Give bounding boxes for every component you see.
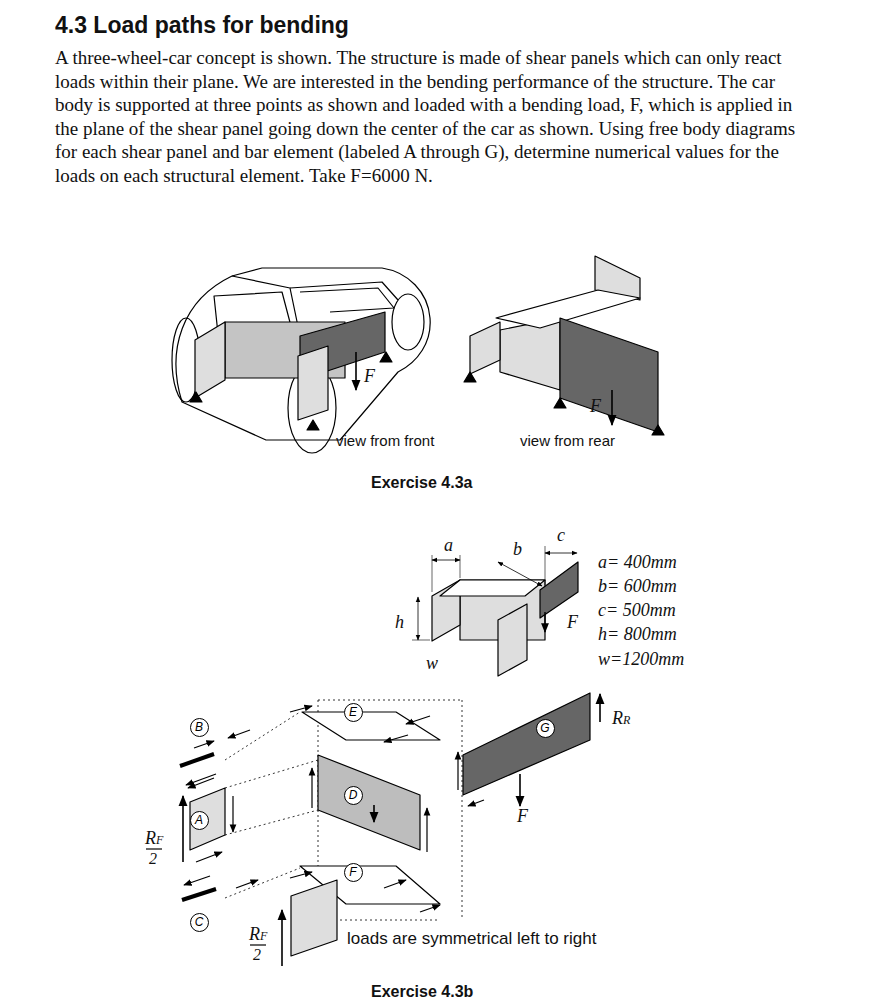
view-caption: view from front bbox=[336, 432, 434, 449]
dimension-value: w=1200mm bbox=[598, 649, 684, 670]
callout-letter: D bbox=[349, 789, 358, 801]
callout-letter: G bbox=[540, 722, 549, 734]
force-label: F bbox=[590, 396, 601, 417]
fraction-denominator: 2 bbox=[149, 850, 157, 868]
dimension-value: c= 500mm bbox=[598, 600, 676, 621]
reaction-label: RF bbox=[145, 828, 163, 849]
fraction-denominator: 2 bbox=[253, 946, 261, 964]
page-title: 4.3 Load paths for bending bbox=[55, 12, 349, 38]
callout-letter: F bbox=[349, 866, 356, 878]
dimension-value: h= 800mm bbox=[598, 624, 677, 645]
callout-letter: E bbox=[349, 706, 357, 718]
force-label: F bbox=[364, 366, 375, 387]
element-callout: G bbox=[536, 719, 555, 738]
force-label: F bbox=[567, 612, 578, 633]
callout-letter: C bbox=[195, 916, 204, 928]
force-label: F bbox=[517, 806, 528, 827]
dimension-value: b= 600mm bbox=[598, 576, 677, 597]
reaction-label: RR bbox=[612, 708, 630, 729]
callout-letter: B bbox=[195, 721, 203, 733]
dimension-symbol: a bbox=[444, 535, 453, 556]
dimension-symbol: w bbox=[426, 653, 438, 674]
element-callout: F bbox=[344, 863, 363, 882]
dimension-symbol: h bbox=[395, 612, 404, 633]
element-callout: C bbox=[190, 913, 209, 932]
element-callout: A bbox=[190, 811, 209, 830]
figure-caption: Exercise 4.3b bbox=[371, 983, 473, 1001]
element-callout: B bbox=[190, 718, 209, 737]
problem-text: A three-wheel-car concept is shown. The … bbox=[55, 46, 800, 188]
dimension-symbol: b bbox=[513, 539, 522, 560]
dimension-symbol: c bbox=[557, 525, 565, 546]
view-caption: view from rear bbox=[520, 432, 615, 449]
element-callout: E bbox=[344, 703, 363, 722]
note-text: loads are symmetrical left to right bbox=[347, 929, 596, 949]
dimension-value: a= 400mm bbox=[598, 552, 677, 573]
callout-letter: A bbox=[195, 814, 203, 826]
figure-caption: Exercise 4.3a bbox=[371, 474, 472, 492]
element-callout: D bbox=[344, 786, 363, 805]
reaction-label: RF bbox=[249, 924, 267, 945]
